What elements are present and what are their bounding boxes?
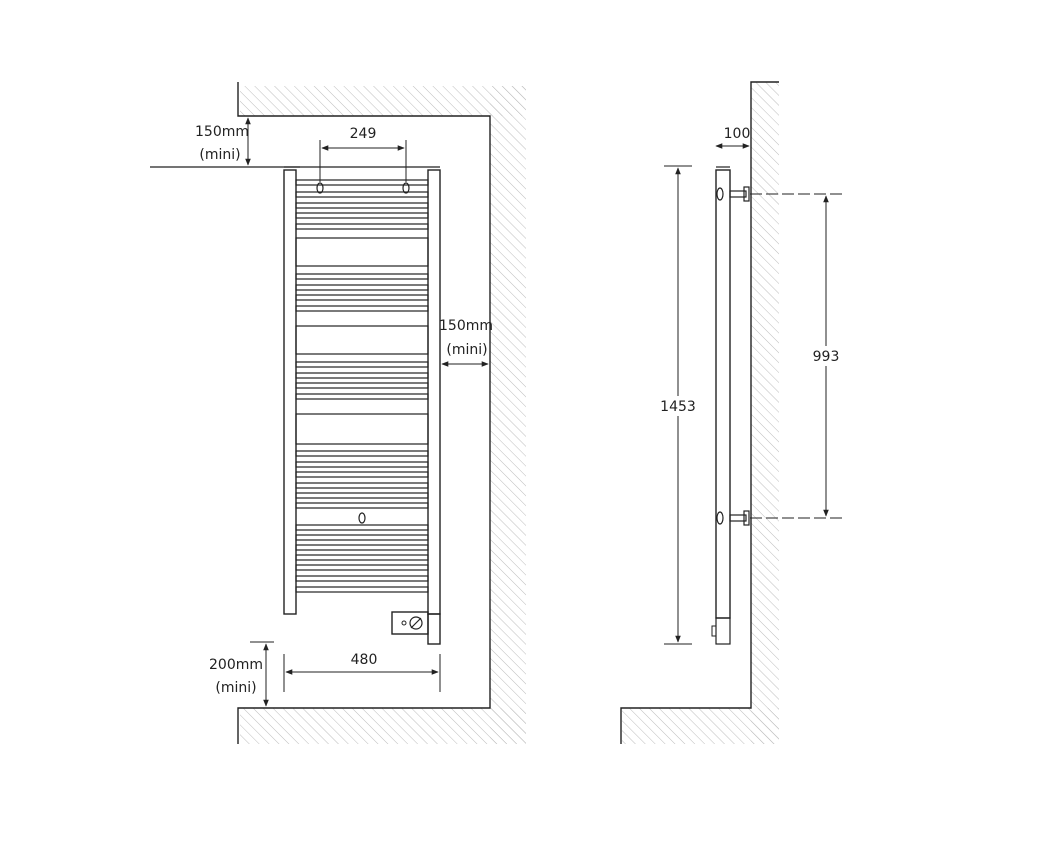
radiator-bar bbox=[295, 524, 429, 531]
top-clearance-value: 150mm bbox=[195, 124, 249, 140]
side-clearance-value: 150mm bbox=[439, 318, 493, 334]
radiator-bar bbox=[295, 212, 429, 219]
radiator-bar bbox=[295, 179, 429, 186]
radiator-panel bbox=[295, 413, 429, 445]
fixing-height-value: 993 bbox=[813, 349, 840, 365]
radiator-bars bbox=[295, 179, 429, 593]
radiator-bar bbox=[295, 202, 429, 209]
radiator-bar bbox=[295, 273, 429, 280]
radiator-panel bbox=[295, 237, 429, 267]
radiator-front bbox=[283, 166, 441, 645]
dim-top-clearance: 150mm (mini) bbox=[195, 117, 251, 166]
dim-side-clearance: 150mm (mini) bbox=[439, 318, 493, 367]
radiator-bar bbox=[295, 554, 429, 561]
wall-offset-value: 100 bbox=[724, 126, 751, 142]
radiator-bar bbox=[295, 393, 429, 400]
dim-floor-clearance: 200mm (mini) bbox=[209, 641, 274, 707]
side-clearance-note: (mini) bbox=[446, 342, 487, 358]
radiator-bar bbox=[295, 575, 429, 582]
radiator-panel bbox=[295, 325, 429, 355]
height-value: 1453 bbox=[660, 399, 696, 415]
wall-bracket-bottom bbox=[729, 510, 750, 526]
radiator-bar bbox=[295, 284, 429, 291]
dim-fixing-spacing: 249 bbox=[319, 126, 407, 182]
side-view: 100 1453 993 bbox=[620, 81, 843, 744]
radiator-bar bbox=[295, 450, 429, 457]
dim-fixing-height: 993 bbox=[750, 193, 843, 519]
radiator-bar bbox=[295, 492, 429, 499]
radiator-bar bbox=[295, 372, 429, 379]
radiator-side bbox=[711, 166, 750, 645]
radiator-bar bbox=[295, 482, 429, 489]
side-wall-outline bbox=[620, 81, 779, 744]
heating-element-control bbox=[391, 611, 441, 645]
radiator-bar bbox=[295, 544, 429, 551]
fixing-point-left bbox=[316, 182, 324, 194]
fixing-point-right bbox=[402, 182, 410, 194]
radiator-bar bbox=[295, 305, 429, 312]
radiator-bar bbox=[295, 502, 429, 509]
front-wall-hatching bbox=[240, 86, 526, 744]
radiator-bar bbox=[295, 191, 429, 198]
dim-height: 1453 bbox=[660, 165, 696, 645]
fixing-point-bottom bbox=[358, 512, 366, 524]
radiator-bar bbox=[295, 294, 429, 301]
radiator-bar bbox=[295, 471, 429, 478]
side-wall-hatching bbox=[622, 82, 779, 744]
wall-bracket-top bbox=[729, 186, 750, 202]
radiator-bar bbox=[295, 564, 429, 571]
dim-width: 480 bbox=[283, 652, 441, 692]
radiator-bar bbox=[295, 586, 429, 593]
floor-clearance-note: (mini) bbox=[215, 680, 256, 696]
radiator-bar bbox=[295, 461, 429, 468]
width-value: 480 bbox=[351, 652, 378, 668]
radiator-bar bbox=[295, 534, 429, 541]
radiator-bar bbox=[295, 361, 429, 368]
dim-wall-offset: 100 bbox=[715, 126, 751, 149]
floor-clearance-value: 200mm bbox=[209, 657, 263, 673]
radiator-bar bbox=[295, 223, 429, 230]
fixing-spacing-value: 249 bbox=[350, 126, 377, 142]
front-wall-outline bbox=[237, 82, 491, 744]
radiator-bar bbox=[295, 382, 429, 389]
top-clearance-note: (mini) bbox=[199, 147, 240, 163]
front-view: 150mm (mini) 249 150mm (mini) 200mm (min… bbox=[150, 82, 526, 744]
